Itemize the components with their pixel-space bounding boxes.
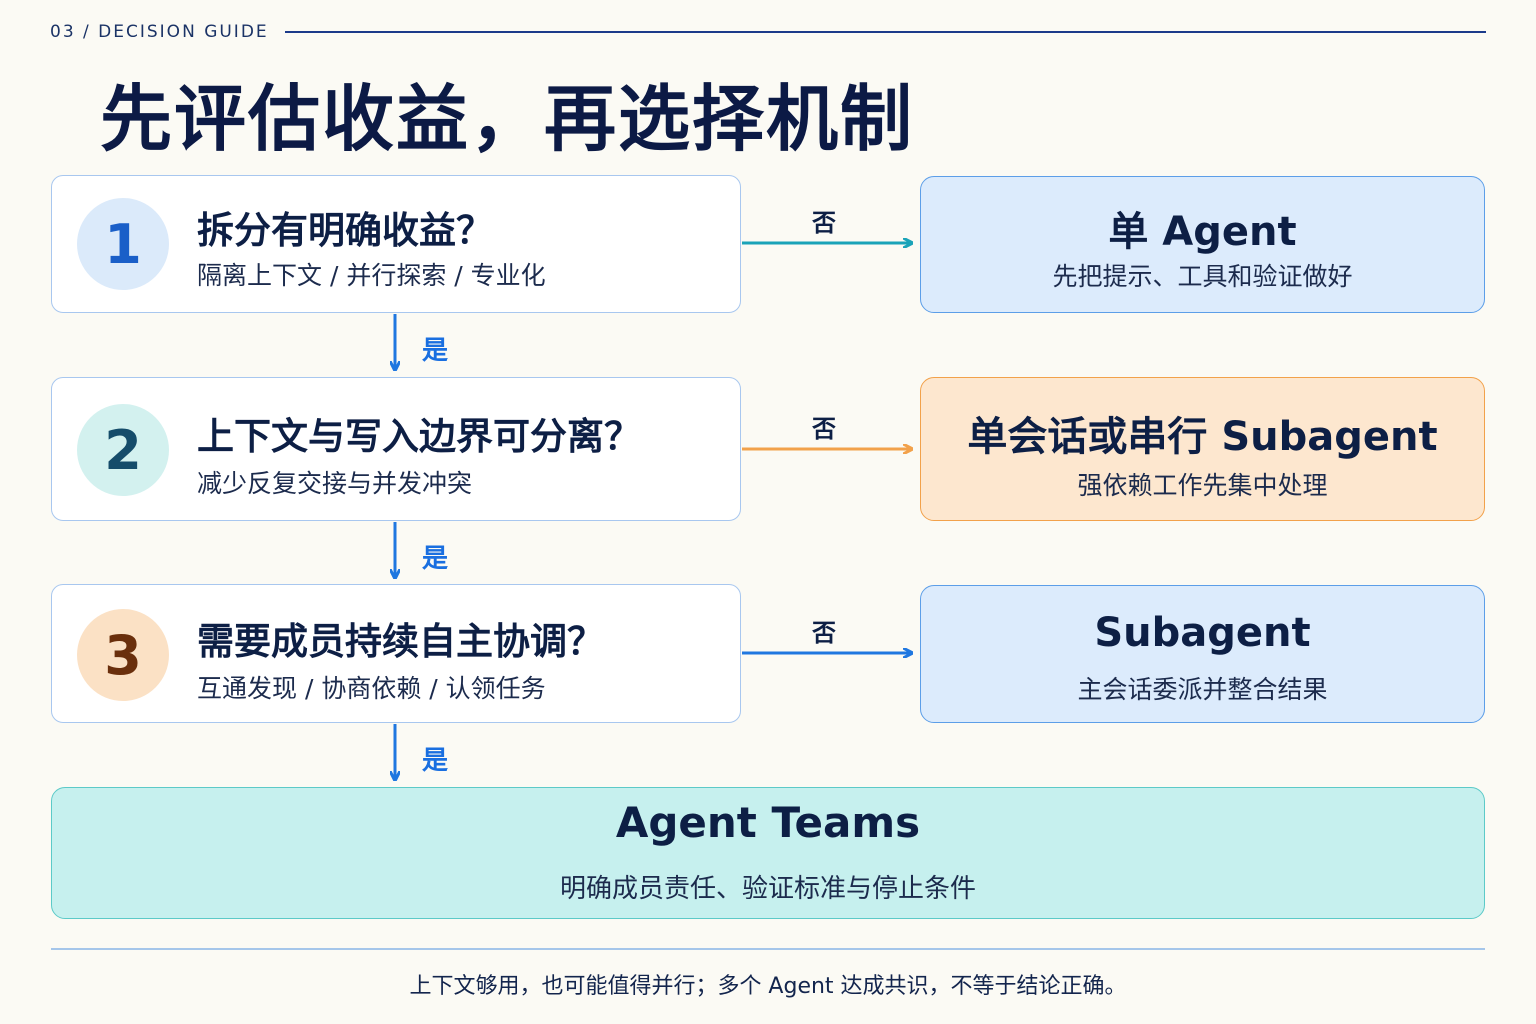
result-title-2: 单会话或串行 Subagent [967, 414, 1438, 460]
label-yes-2: 是 [422, 544, 449, 574]
question-title-1: 拆分有明确收益？ [197, 209, 493, 252]
section-header: 03 / DECISION GUIDE [50, 18, 1486, 46]
label-no-2: 否 [812, 415, 836, 443]
final-subtitle: 明确成员责任、验证标准与停止条件 [559, 874, 976, 904]
label-yes-3: 是 [422, 746, 449, 776]
header-divider [284, 31, 1486, 33]
label-no-1: 否 [812, 209, 836, 237]
result-title-1: 单 Agent [1108, 209, 1297, 255]
result-box-subagent: Subagent 主会话委派并整合结果 [920, 585, 1485, 723]
result-box-single-agent: 单 Agent 先把提示、工具和验证做好 [920, 176, 1485, 313]
question-box-2: 2 上下文与写入边界可分离？ 减少反复交接与并发冲突 [51, 377, 741, 521]
result-title-3: Subagent [1094, 610, 1311, 656]
footer-note: 上下文够用，也可能值得并行；多个 Agent 达成共识，不等于结论正确。 [409, 974, 1127, 999]
result-subtitle-2: 强依赖工作先集中处理 [1077, 471, 1328, 500]
result-subtitle-1: 先把提示、工具和验证做好 [1052, 262, 1353, 291]
step-number-3: 3 [77, 609, 169, 701]
step-number-2: 2 [77, 404, 169, 496]
result-box-serial-subagent: 单会话或串行 Subagent 强依赖工作先集中处理 [920, 377, 1485, 521]
question-box-3: 3 需要成员持续自主协调？ 互通发现 / 协商依赖 / 认领任务 [51, 584, 741, 723]
label-no-3: 否 [812, 619, 836, 647]
question-subtitle-3: 互通发现 / 协商依赖 / 认领任务 [197, 674, 546, 703]
question-box-1: 1 拆分有明确收益？ 隔离上下文 / 并行探索 / 专业化 [51, 175, 741, 313]
section-label: 03 / DECISION GUIDE [50, 22, 269, 42]
label-yes-1: 是 [422, 336, 449, 366]
question-subtitle-2: 减少反复交接与并发冲突 [197, 469, 473, 498]
result-subtitle-3: 主会话委派并整合结果 [1077, 675, 1328, 704]
page-title: 先评估收益，再选择机制 [100, 77, 915, 161]
question-title-3: 需要成员持续自主协调？ [197, 620, 604, 663]
step-number-1: 1 [77, 198, 169, 290]
question-subtitle-1: 隔离上下文 / 并行探索 / 专业化 [197, 261, 546, 290]
final-title: Agent Teams [615, 798, 921, 847]
result-box-agent-teams: Agent Teams 明确成员责任、验证标准与停止条件 [51, 787, 1485, 919]
question-title-2: 上下文与写入边界可分离？ [197, 415, 641, 458]
footer-divider [51, 948, 1485, 950]
